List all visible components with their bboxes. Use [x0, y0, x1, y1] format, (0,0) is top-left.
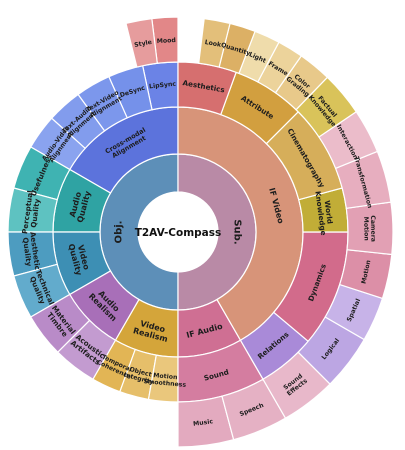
extra-segment-speech — [221, 378, 287, 441]
outer-segment-perceptual-quality — [7, 187, 58, 233]
extra-segment-mood — [151, 16, 179, 64]
outer-segment-aesthetic-quality — [7, 231, 58, 277]
extra-label-motion: Motion — [361, 260, 373, 285]
outer-segment-aesthetics — [177, 61, 237, 116]
inner-label-sub: Sub. — [232, 219, 243, 244]
inner-label-obj: Obj. — [114, 221, 125, 244]
extra-segment-quantity — [218, 22, 256, 75]
extra-segment-factual-knowledge — [295, 76, 358, 138]
outer-segment-usefulness — [13, 146, 71, 201]
outer-segment-audio-video-alignment — [29, 117, 86, 171]
extra-segment-transformation — [334, 150, 392, 210]
extra-segment-camera-motion — [345, 201, 394, 256]
extra-segment-motion — [338, 249, 393, 300]
outer-segment-temporal-coherence — [92, 339, 137, 393]
extra-segment-music — [177, 395, 235, 448]
extra-segment-frame — [256, 41, 303, 94]
extra-ring — [125, 16, 394, 448]
outer-ring — [7, 61, 349, 403]
outer-segment-text-audio-alignment — [50, 93, 106, 150]
extra-segment-logical — [297, 316, 366, 385]
extra-label-camera-motion: CameraMotion — [362, 215, 376, 242]
extra-label-mood: Mood — [157, 37, 176, 45]
extra-label-look: Look — [204, 39, 222, 49]
extra-segment-interaction — [318, 110, 379, 170]
outer-segment-material-timbre — [29, 293, 91, 354]
outer-label-aesthetic-quality: AestheticQuality — [20, 231, 42, 271]
outer-segment-technical-quality — [13, 263, 71, 318]
extra-segment-style — [125, 17, 158, 68]
outer-segment-desync — [108, 65, 153, 119]
extra-segment-color-grading — [274, 55, 329, 111]
extra-label-style: Style — [134, 39, 153, 49]
outer-segment-text-video-alignment — [77, 75, 128, 132]
extra-segment-spatial — [324, 283, 384, 341]
center-hole — [138, 192, 218, 272]
outer-label-lipsync: LipSync — [149, 81, 177, 91]
extra-segment-light — [238, 30, 280, 83]
outer-label-perceptual-quality: PerceptualQuality — [20, 190, 42, 236]
outer-segment-motion-smoothness — [147, 354, 179, 403]
extra-label-music: Music — [193, 418, 214, 428]
outer-label-motion-smoothness: MotionSmoothness — [143, 371, 187, 389]
extra-segment-look — [198, 17, 231, 68]
extra-segment-sound-effects — [262, 351, 331, 420]
center-title: T2AV-Compass — [135, 227, 222, 239]
outer-segment-object-integrity — [119, 348, 157, 401]
